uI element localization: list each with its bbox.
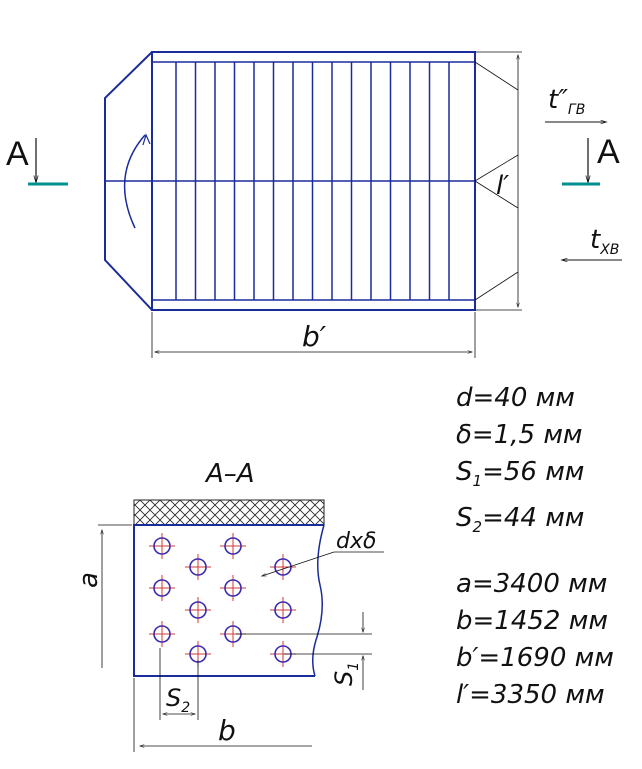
section-view bbox=[133, 499, 325, 677]
param-bottom-row: b′=1690 мм bbox=[456, 643, 614, 673]
hot-water-temp: t″ГВ bbox=[545, 85, 608, 125]
tube-hole bbox=[185, 597, 211, 623]
svg-text:t″ГВ: t″ГВ bbox=[548, 85, 585, 118]
a-dimension: a bbox=[74, 524, 132, 668]
svg-text:b: b bbox=[218, 714, 236, 747]
parameters-bottom: a=3400 мм b=1452 мм b′=1690 мм l′=3350 мм bbox=[456, 566, 614, 714]
s1-dimension: S1 bbox=[236, 612, 372, 690]
svg-text:tХВ: tХВ bbox=[590, 225, 619, 258]
tube-holes bbox=[149, 533, 296, 667]
b-prime-dimension: b′ bbox=[151, 312, 476, 358]
parameters-top: d=40 мм δ=1,5 мм S1=56 мм S2=44 мм bbox=[456, 380, 584, 546]
s2-dimension: S2 bbox=[159, 648, 199, 720]
param-top-row: S2=44 мм bbox=[456, 503, 585, 537]
param-bottom-row: b=1452 мм bbox=[456, 606, 608, 636]
section-marker-left: A bbox=[6, 135, 68, 186]
flow-arrow-icon bbox=[142, 133, 151, 146]
flow-direction-arc bbox=[123, 134, 146, 229]
param-top-row: S1=56 мм bbox=[456, 457, 585, 491]
l-prime-dimension: l′ bbox=[474, 51, 522, 311]
tube-hole bbox=[220, 533, 246, 559]
tube-hole bbox=[185, 554, 211, 580]
tube-hole bbox=[149, 575, 175, 601]
tube-hole bbox=[220, 575, 246, 601]
param-bottom-row: a=3400 мм bbox=[456, 569, 608, 599]
section-title: A–A bbox=[204, 459, 255, 489]
svg-text:S1: S1 bbox=[330, 662, 362, 686]
svg-text:a: a bbox=[74, 572, 104, 588]
param-top-row: d=40 мм bbox=[456, 383, 575, 413]
exchanger-body bbox=[104, 51, 476, 311]
section-marker-right: A bbox=[562, 133, 620, 186]
tube-hole bbox=[149, 621, 175, 647]
svg-text:S2: S2 bbox=[166, 684, 190, 716]
tube-hole bbox=[270, 554, 296, 580]
b-dimension: b bbox=[133, 678, 312, 752]
l-prime-label: l′ bbox=[496, 171, 509, 201]
svg-text:A: A bbox=[6, 135, 29, 173]
param-bottom-row: l′=3350 мм bbox=[456, 680, 605, 710]
param-top-row: δ=1,5 мм bbox=[456, 420, 583, 450]
tube-hole bbox=[149, 533, 175, 559]
svg-text:dxδ: dxδ bbox=[336, 529, 376, 554]
b-prime-label: b′ bbox=[302, 320, 327, 353]
svg-text:A: A bbox=[597, 133, 620, 171]
tube-hole bbox=[270, 597, 296, 623]
d-delta-leader: dxδ bbox=[260, 529, 384, 577]
tube-rows bbox=[175, 62, 450, 300]
cold-water-temp: tХВ bbox=[560, 225, 622, 263]
